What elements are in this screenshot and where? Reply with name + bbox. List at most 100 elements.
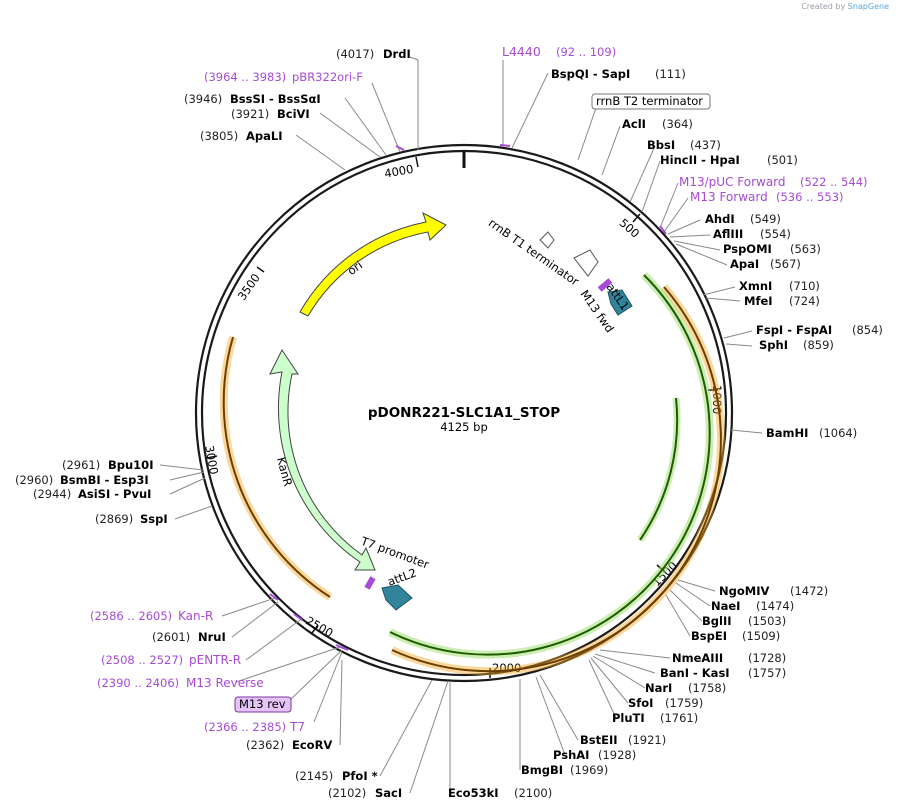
m13rev-box	[234, 696, 292, 713]
pos-sspi: (2869)	[95, 512, 133, 526]
pos-bpu10i: (2961)	[62, 458, 100, 472]
leader-bcivi	[319, 112, 381, 158]
attl1-feature	[607, 289, 633, 316]
tick-3500	[256, 266, 265, 273]
feature-rrnb-t2: rrnB T2 terminator	[596, 94, 703, 108]
enzyme-afliii: AflIII	[713, 227, 743, 241]
leader-t7	[313, 651, 343, 723]
tick-label-3500: 3500	[235, 271, 263, 303]
pos-ahdi: (549)	[750, 212, 781, 226]
pos-pfoi: (2145)	[295, 769, 333, 783]
pos-ngomiv: (1472)	[790, 584, 828, 598]
enzyme-bspei: BspEI	[691, 629, 727, 643]
leader-bspei	[665, 594, 691, 637]
mark-m13reverse	[335, 644, 349, 651]
pos-apali: (3805)	[200, 129, 238, 143]
leader-bani	[594, 653, 656, 674]
pos-naei: (1474)	[756, 599, 794, 613]
enzyme-apali: ApaLI	[246, 129, 283, 143]
leader-ngomiv	[677, 579, 716, 592]
leader-nmeaiii	[599, 649, 671, 659]
pos-bcivi: (3921)	[231, 107, 269, 121]
pos-hincii: (501)	[767, 153, 798, 167]
snapgene-credit: Created by SnapGene	[801, 2, 889, 11]
leader-pentr	[245, 619, 301, 661]
pos-m13reverse: (2390 .. 2406)	[97, 676, 179, 690]
backbone-outer	[194, 143, 734, 683]
pos-bglii: (1503)	[748, 614, 786, 628]
leader-apali	[295, 134, 346, 171]
primer-m13reverse: M13 Reverse	[186, 676, 264, 690]
mark-pbr322	[395, 145, 405, 151]
enzyme-ahdi: AhdI	[705, 212, 735, 226]
pos-pluti: (1761)	[660, 711, 698, 725]
feature-m13rev: M13 rev	[239, 697, 286, 711]
backbone-inner	[200, 149, 728, 677]
plasmid-length: 4125 bp	[440, 420, 488, 434]
leader-m13puc	[659, 182, 679, 229]
pos-bmgbi: (1969)	[570, 763, 608, 777]
primer-pentr-r: pENTR-R	[189, 653, 241, 667]
leader-m13fwd	[663, 197, 689, 233]
enzyme-fspi: FspI - FspAI	[756, 323, 832, 337]
pos-nari: (1758)	[688, 681, 726, 695]
pos-eco53ki: (2100)	[514, 786, 552, 800]
enzyme-bsssi: BssSI - BssSαI	[230, 92, 321, 106]
mark-m13puc	[659, 225, 667, 235]
enzyme-bcivi: BciVI	[277, 107, 310, 121]
enzyme-bbsi: BbsI	[647, 138, 675, 152]
enzyme-nrui: NruI	[198, 630, 226, 644]
kanr-feature	[269, 349, 376, 571]
leader-pbr322	[371, 82, 401, 153]
left-orange-arc	[222, 336, 331, 598]
m13fwd-mark	[597, 278, 613, 292]
credit-brand: SnapGene	[847, 2, 889, 11]
pos-pentr-r: (2508 .. 2527)	[101, 653, 183, 667]
leader-nari	[592, 655, 646, 689]
enzyme-xmni: XmnI	[739, 279, 772, 293]
leader-apai	[675, 243, 728, 266]
rrnb-t2-box	[591, 93, 711, 110]
pos-drdi: (4017)	[336, 47, 374, 61]
enzyme-bani: BanI - KasI	[660, 666, 730, 680]
leader-rrnbt2	[577, 107, 597, 161]
leader-pspomi	[673, 240, 721, 251]
leader-bsmbi	[169, 471, 205, 481]
insert-orange-arc	[391, 286, 722, 673]
leader-m13reverse	[235, 646, 341, 683]
enzyme-nari: NarI	[645, 681, 672, 695]
enzyme-pluti: PluTI	[612, 711, 645, 725]
pos-xmni: (710)	[789, 279, 820, 293]
enzyme-hincii: HincII - HpaI	[660, 153, 740, 167]
pos-bamhi: (1064)	[819, 426, 857, 440]
tick-3000	[206, 455, 218, 459]
attl2-label: attL2	[386, 565, 419, 588]
tick-label-3000: 3000	[202, 444, 221, 475]
leader-hincii	[641, 160, 661, 213]
pos-l4440: (92 .. 109)	[556, 45, 616, 59]
pos-bsmbi: (2960)	[15, 473, 53, 487]
pos-afliii: (554)	[760, 227, 791, 241]
leader-bsteii	[539, 674, 579, 741]
tick-2500	[311, 624, 319, 634]
enzyme-bpu10i: Bpu10I	[108, 458, 153, 472]
mark-l4440	[499, 144, 511, 147]
t7-mark	[364, 576, 376, 590]
inner-green-arc	[639, 397, 679, 541]
primer-kan-r: Kan-R	[178, 609, 213, 623]
mark-kanr-primer	[269, 593, 279, 601]
leader-acli	[601, 125, 621, 176]
enzyme-ngomiv: NgoMIV	[719, 584, 769, 598]
pos-sfoi: (1759)	[665, 696, 703, 710]
enzyme-eco53ki: Eco53kI	[448, 786, 499, 800]
leader-bpu10i	[159, 464, 204, 471]
pos-pspomi: (563)	[790, 242, 821, 256]
leader-kanr-primer	[221, 597, 276, 617]
pos-apai: (567)	[770, 257, 801, 271]
leader-ahdi	[667, 219, 701, 235]
pos-asisi: (2944)	[33, 487, 71, 501]
pos-acli: (364)	[662, 117, 693, 131]
leader-lines	[159, 56, 763, 794]
enzyme-sphi: SphI	[759, 338, 788, 352]
tick-500	[632, 213, 641, 223]
